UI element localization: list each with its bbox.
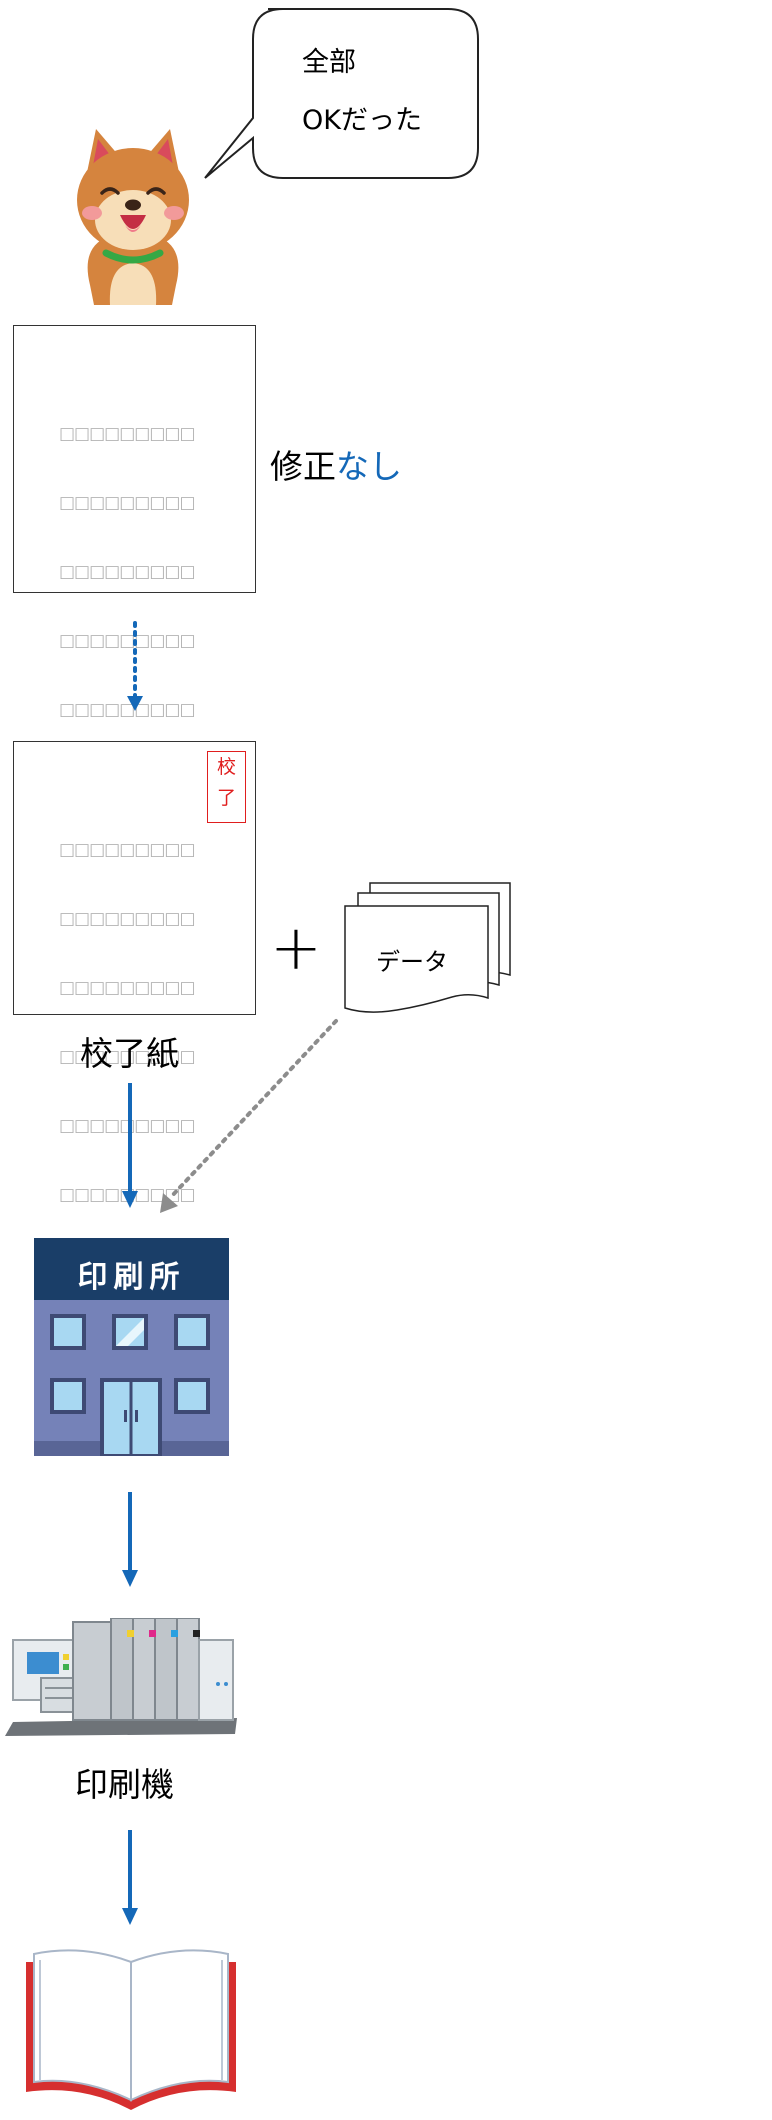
- final-proof-page: □□□□□□□□□ □□□□□□□□□ □□□□□□□□□ □□□□□□□□□ …: [13, 741, 256, 1343]
- printing-press-illustration: [5, 1618, 237, 1736]
- bubble-line-1: 全部: [302, 47, 356, 78]
- plus-sign: +: [270, 911, 322, 984]
- correction-prefix: 修正: [270, 447, 336, 486]
- correction-suffix: なし: [336, 447, 402, 486]
- speech-bubble: [204, 8, 479, 179]
- press-label: 印刷機: [75, 1765, 174, 1804]
- proof-page: □□□□□□□□□ □□□□□□□□□ □□□□□□□□□ □□□□□□□□□ …: [13, 325, 256, 927]
- print-shop-building: [34, 1238, 229, 1456]
- shiba-dog-illustration: [77, 129, 189, 305]
- correction-label: 修正なし: [270, 440, 402, 488]
- arrow-down: [122, 1830, 138, 1925]
- bubble-line-2: OKだった: [302, 105, 422, 136]
- dotted-arrow-down: [127, 621, 143, 711]
- arrow-down: [122, 1492, 138, 1587]
- approval-stamp: 校 了: [207, 751, 246, 823]
- dotted-diagonal-arrow: [160, 1019, 338, 1213]
- final-proof-label: 校了紙: [80, 1034, 179, 1073]
- data-document-label: データ: [376, 948, 448, 976]
- open-book-illustration: [26, 1949, 236, 2110]
- data-document-stack: [344, 882, 511, 1013]
- arrow-down: [122, 1083, 138, 1208]
- print-shop-sign: 印刷所: [77, 1260, 186, 1295]
